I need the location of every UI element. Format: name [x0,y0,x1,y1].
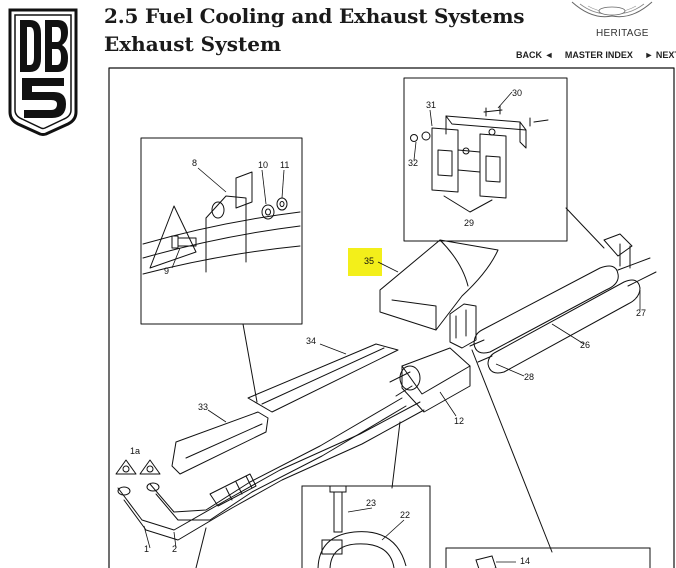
callout-9: 9 [164,266,169,276]
callout-31: 31 [426,100,436,110]
brand-label: HERITAGE [596,28,649,39]
callout-29: 29 [464,218,474,228]
hanger-bracket-assembly [410,105,549,213]
callout-14: 14 [520,556,530,566]
page-navigation: BACK ◄ MASTER INDEX ► NEXT [516,50,676,60]
callout-11: 11 [280,160,289,170]
callout-34: 34 [306,336,316,346]
callout-1a: 1a [130,446,140,456]
inset-brackets-frame [403,77,568,242]
db5-logo [8,8,78,136]
diagram-frame [108,67,675,568]
callout-12: 12 [454,416,464,426]
inset-bottom-right-frame [445,547,651,568]
callout-33: 33 [198,402,208,412]
callout-30: 30 [512,88,522,98]
callout-35-highlight [348,248,382,276]
callout-2: 2 [172,544,177,554]
next-link[interactable]: ► NEXT [644,50,676,60]
flange-bracket-assembly [142,171,301,275]
callout-22: 22 [400,510,410,520]
heat-shields [171,343,399,475]
heat-shield-35 [379,239,499,331]
page-header: 2.5 Fuel Cooling and Exhaust Systems Exh… [0,0,676,136]
callout-26: 26 [580,340,590,350]
back-link[interactable]: BACK ◄ [516,50,554,60]
rear-silencers [469,257,657,374]
callout-10: 10 [258,160,268,170]
callout-labels: 30 31 32 29 8 10 11 9 35 34 33 12 26 27 … [130,88,646,566]
inset-flange-frame [140,137,303,325]
page-title: 2.5 Fuel Cooling and Exhaust Systems [104,4,525,28]
callout-32: 32 [408,158,418,168]
inset-clamp-frame [301,485,431,568]
flange-gaskets [115,459,161,475]
aston-martin-wings-logo [571,1,653,18]
callout-27: 27 [636,308,646,318]
callout-1: 1 [144,544,149,554]
callout-28: 28 [524,372,534,382]
callout-35: 35 [364,256,374,266]
clamp-assembly [317,485,407,568]
front-pipes [117,397,425,541]
callout-8: 8 [192,158,197,168]
callout-23: 23 [366,498,376,508]
master-index-link[interactable]: MASTER INDEX [564,50,633,60]
rear-mounting-brackets [449,233,633,349]
page-subtitle: Exhaust System [104,32,282,56]
centre-silencer [389,347,471,413]
